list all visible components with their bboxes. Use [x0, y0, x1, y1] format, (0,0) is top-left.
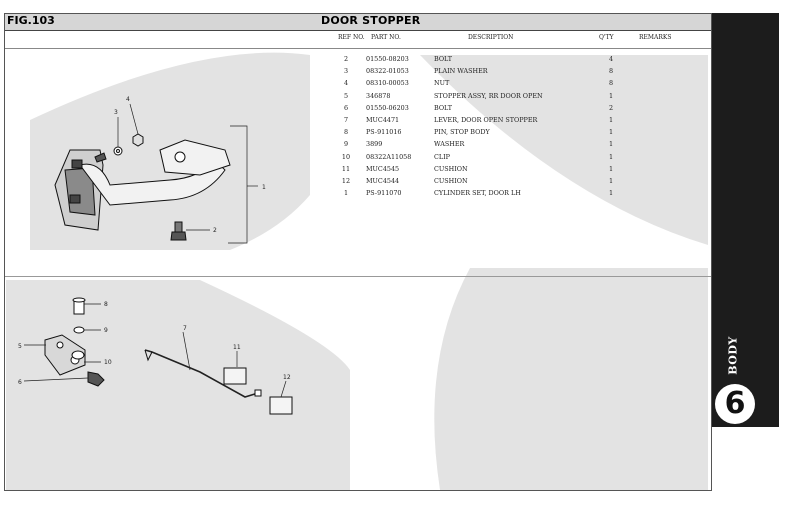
- ref-no-cell: 1: [343, 189, 349, 198]
- qty-cell: 8: [608, 79, 614, 88]
- section-label: BODY: [722, 335, 752, 375]
- callout-lines-top: [117, 103, 258, 244]
- door-stopper-assembly-bottom: [44, 297, 293, 415]
- door-stopper-assembly-top: [54, 133, 231, 241]
- callout-9: 9: [104, 327, 108, 334]
- section-number-badge: 6: [715, 384, 755, 424]
- description-cell: PIN, STOP BODY: [434, 128, 490, 137]
- qty-cell: 1: [608, 152, 614, 161]
- description-cell: CUSHION: [434, 164, 468, 173]
- callout-3: 3: [114, 109, 118, 116]
- column-header-remarks: REMARKS: [639, 34, 672, 41]
- callout-12: 12: [283, 374, 291, 381]
- description-cell: PLAIN WASHER: [434, 67, 488, 76]
- callout-5: 5: [18, 343, 22, 350]
- ref-no-cell: 10: [341, 152, 351, 161]
- part-no-cell: MUC4544: [366, 177, 400, 185]
- section-label-text: BODY: [726, 336, 740, 375]
- ref-no-cell: 4: [343, 79, 349, 88]
- column-header-qty: Q'TY: [599, 34, 614, 41]
- part-no-cell: 08310-00053: [366, 79, 409, 88]
- qty-cell: 1: [608, 140, 614, 149]
- ref-no-cell: 5: [343, 91, 349, 100]
- section-divider: [4, 276, 712, 277]
- column-header-ref-no: REF NO.: [338, 34, 365, 41]
- part-no-cell: PS-911016: [366, 128, 402, 137]
- description-cell: LEVER, DOOR OPEN STOPPER: [434, 116, 538, 124]
- header-bar: [4, 13, 712, 31]
- ref-no-cell: 8: [343, 128, 349, 137]
- figure-number: FIG.103: [7, 14, 55, 27]
- part-no-cell: MUC4471: [366, 116, 400, 124]
- callout-4: 4: [126, 96, 130, 103]
- ref-no-cell: 9: [343, 140, 349, 149]
- section-number: 6: [724, 386, 746, 421]
- description-cell: CUSHION: [434, 177, 468, 185]
- ref-no-cell: 12: [341, 177, 351, 185]
- page-frame: [4, 13, 712, 491]
- ref-no-cell: 6: [343, 103, 349, 112]
- qty-cell: 1: [608, 116, 614, 124]
- description-cell: BOLT: [434, 103, 453, 112]
- column-header-part-no: PART NO.: [371, 34, 401, 41]
- description-cell: NUT: [434, 79, 450, 88]
- callout-11: 11: [233, 344, 241, 351]
- qty-cell: 1: [608, 164, 614, 173]
- qty-cell: 2: [608, 103, 614, 112]
- qty-cell: 1: [608, 177, 614, 185]
- callout-8: 8: [104, 301, 108, 308]
- description-cell: BOLT: [434, 55, 453, 63]
- background-shape-bottom-right: [434, 268, 708, 490]
- callout-6: 6: [18, 379, 22, 386]
- callout-lines-bottom: [23, 303, 287, 398]
- callout-2: 2: [213, 227, 217, 234]
- column-header-description: DESCRIPTION: [468, 34, 514, 41]
- qty-cell: 4: [608, 55, 614, 63]
- callout-7: 7: [183, 325, 187, 332]
- part-no-cell: MUC4545: [366, 164, 400, 173]
- part-no-cell: PS-911070: [366, 189, 402, 198]
- callout-10: 10: [104, 359, 112, 366]
- part-no-cell: 08322-01053: [366, 67, 409, 76]
- description-cell: STOPPER ASSY, RR DOOR OPEN: [434, 91, 543, 100]
- header-divider: [4, 48, 712, 49]
- description-cell: WASHER: [434, 140, 465, 149]
- callout-1: 1: [262, 184, 266, 191]
- ref-no-cell: 11: [341, 164, 351, 173]
- ref-no-cell: 2: [343, 55, 349, 63]
- qty-cell: 8: [608, 67, 614, 76]
- section-sidebar: [712, 13, 779, 427]
- background-shape-top-right: [420, 55, 708, 245]
- qty-cell: 1: [608, 128, 614, 137]
- description-cell: CYLINDER SET, DOOR LH: [434, 189, 521, 198]
- part-no-cell: 01550-06203: [366, 103, 409, 112]
- part-no-cell: 346878: [366, 91, 391, 100]
- qty-cell: 1: [608, 91, 614, 100]
- ref-no-cell: 3: [343, 67, 349, 76]
- part-no-cell: 08322A11058: [366, 152, 412, 161]
- description-cell: CLIP: [434, 152, 450, 161]
- page-title: DOOR STOPPER: [321, 14, 421, 27]
- part-no-cell: 01550-08203: [366, 55, 409, 63]
- ref-no-cell: 7: [343, 116, 349, 124]
- background-shape-bottom-left: [6, 280, 350, 490]
- qty-cell: 1: [608, 189, 614, 198]
- part-no-cell: 3899: [366, 140, 383, 149]
